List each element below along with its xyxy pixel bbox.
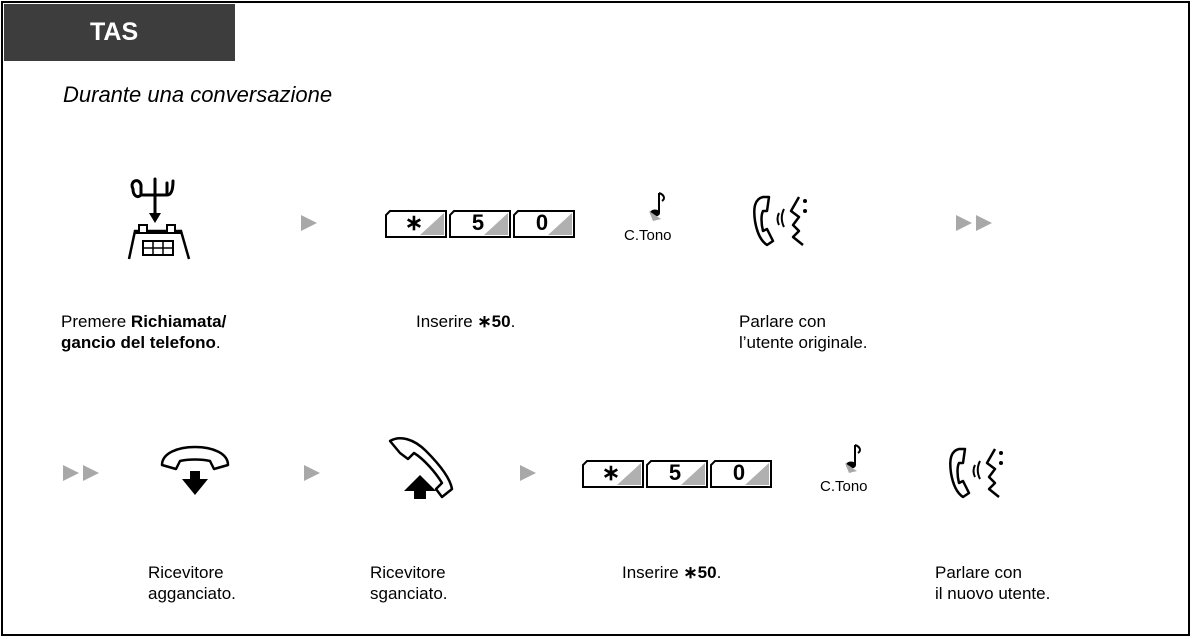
continue-arrow-icon [63,465,99,481]
key-0: 0 [709,459,772,488]
key-5: 5 [645,459,708,488]
step-caption-press-recall: Premere Richiamata/ gancio del telefono. [61,312,227,352]
next-step-arrow-icon [520,465,536,481]
confirmation-tone-icon [649,192,665,221]
condition-subtitle: Durante una conversazione [63,82,333,107]
talk-handset-icon [753,195,807,247]
tone-label: C.Tono [624,227,672,244]
section-tab: TAS [4,4,235,61]
confirmation-tone-icon [845,444,861,473]
continue-arrow-icon [956,215,992,231]
key-0: 0 [512,209,575,238]
tone-label: C.Tono [820,478,868,495]
key-star: ∗ [384,209,447,238]
handset-off-hook-icon [388,437,454,499]
key-star: ∗ [581,459,644,488]
key-5: 5 [448,209,511,238]
step-caption-enter-code: Inserire ∗50. [416,312,516,331]
handset-on-hook-icon [160,445,230,495]
talk-handset-icon [949,447,1003,499]
next-step-arrow-icon [301,215,317,231]
flash-hook-press-icon [111,169,211,274]
next-step-arrow-icon [304,465,320,481]
step-caption-enter-code: Inserire ∗50. [622,563,722,582]
